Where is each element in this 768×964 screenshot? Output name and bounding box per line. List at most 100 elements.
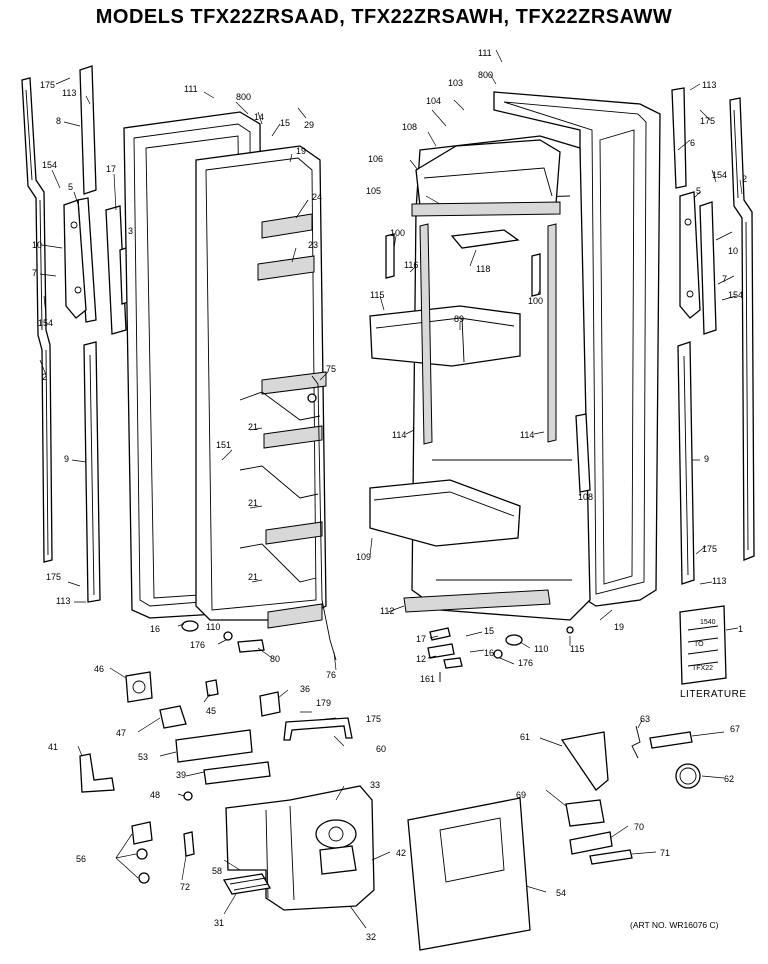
dispenser-switch [205,679,219,697]
callout-116: 116 [404,260,418,270]
callout-72: 72 [180,882,190,892]
callout-67: 67 [730,724,740,734]
callout-70: 70 [634,822,644,832]
callout-176: 176 [518,658,533,668]
callout-111: 111 [184,84,198,94]
callout-60: 60 [376,744,386,754]
callout-118: 118 [476,264,490,274]
callout-17: 17 [416,634,426,644]
dispenser-arm [569,831,613,855]
literature-text-line-2: TO [694,641,704,648]
callout-154: 154 [42,160,57,170]
callout-161: 161 [420,674,435,684]
callout-labels: 175 113 8 154 5 10 7 154 2 9 175 113 17 … [32,48,747,942]
callout-14: 14 [254,112,264,122]
callout-10: 10 [728,246,738,256]
door-dispenser-recess [407,797,531,951]
dispenser-small-spring [183,831,195,857]
callout-115: 115 [570,644,584,654]
right-door-side-strip [677,341,695,585]
callout-154: 154 [712,170,727,180]
callout-47: 47 [116,728,126,738]
door-cam-blocks [575,413,591,493]
callout-106: 106 [368,154,383,164]
callout-36: 36 [300,684,310,694]
left-hinge [63,199,87,319]
callout-175: 175 [366,714,381,724]
callout-23: 23 [308,240,318,250]
door-top-cover [411,139,561,217]
callout-61: 61 [520,732,530,742]
callout-114: 114 [520,430,534,440]
callout-1: 1 [738,624,743,634]
callout-16: 16 [484,648,494,658]
callout-2: 2 [742,174,747,184]
callout-7: 7 [32,268,37,278]
dispenser-knob [125,671,153,703]
door-bin-lower [369,479,521,547]
callout-175: 175 [40,80,55,90]
callout-24: 24 [312,192,322,202]
callout-7: 7 [722,274,727,284]
leader-lines [39,49,743,929]
fresh-food-door-outer [493,91,661,607]
dispenser-cover-plate [175,729,253,763]
dispenser-light-panel [203,761,271,785]
right-hinge [679,191,701,319]
callout-151: 151 [216,440,231,450]
callout-29: 29 [304,120,314,130]
chute-seal-ring [675,763,701,789]
callout-110: 110 [206,622,220,632]
callout-114: 114 [392,430,406,440]
dispenser-fastener [183,791,193,801]
art-number: (ART NO. WR16076 C) [630,920,719,930]
callout-46: 46 [94,664,104,674]
left-trim-strip-upper [77,65,97,323]
callout-75: 75 [326,364,336,374]
callout-800: 800 [478,70,493,80]
callout-19: 19 [296,146,306,156]
callout-154: 154 [38,318,53,328]
callout-71: 71 [660,848,670,858]
dispenser-strip [589,849,633,865]
callout-21: 21 [248,572,258,582]
dispenser-bracket [159,705,187,729]
callout-113: 113 [712,576,726,586]
literature-sheet-text: 1540 TO TFX22 [692,619,716,672]
callout-41: 41 [48,742,58,752]
right-door-gasket-strip [729,97,755,561]
callout-3: 3 [128,226,133,236]
diagram-title: MODELS TFX22ZRSAAD, TFX22ZRSAWH, TFX22ZR… [95,6,673,28]
callout-19: 19 [614,622,624,632]
callout-17: 17 [106,164,116,174]
callout-16: 16 [150,624,160,634]
door-shelf-support-left [385,233,395,279]
callout-69: 69 [516,790,526,800]
literature-text-line-3: TFX22 [692,665,713,672]
callout-8: 8 [56,116,61,126]
callout-103: 103 [448,78,463,88]
callout-110: 110 [534,644,548,654]
dispenser-channel [283,717,353,741]
callout-62: 62 [724,774,734,784]
callout-89: 89 [454,314,464,324]
callout-175: 175 [46,572,61,582]
callout-108: 108 [402,122,417,132]
callout-113: 113 [702,80,716,90]
callout-21: 21 [248,422,258,432]
literature-text-line-1: 1540 [700,619,716,626]
callout-21: 21 [248,498,258,508]
callout-12: 12 [416,654,426,664]
callout-2: 2 [42,372,47,382]
callout-9: 9 [64,454,69,464]
callout-63: 63 [640,714,650,724]
callout-5: 5 [68,182,73,192]
callout-54: 54 [556,888,566,898]
callout-112: 112 [380,606,394,616]
callout-115: 115 [370,290,384,300]
door-bin-upper [369,305,521,367]
freezer-door-shelves [239,213,327,629]
callout-6: 6 [690,138,695,148]
callout-58: 58 [212,866,222,876]
drip-tray-grille [222,873,272,895]
